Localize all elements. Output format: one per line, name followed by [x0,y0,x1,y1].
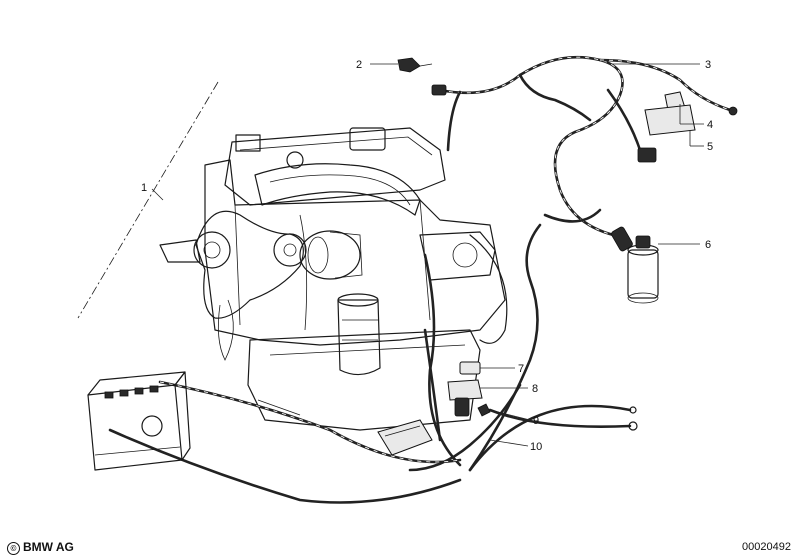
part-7-sensor-plug [459,361,481,375]
callout-4: 4 [707,119,713,131]
callout-10: 10 [530,441,542,453]
part-9-screw [477,403,491,417]
callout-2: 2 [356,59,362,71]
diagram-code: 00020492 [742,541,791,553]
leader-lines [370,63,704,447]
callout-1: 1 [141,182,147,194]
control-unit [377,419,433,456]
callout-9: 9 [533,415,539,427]
callout-labels: 1 2 3 4 5 6 7 8 9 10 [141,59,713,453]
part-8-holder-plate [447,379,483,417]
brand-name: BMW AG [23,540,74,554]
part-5-relay-bracket [637,104,696,163]
callout-6: 6 [705,239,711,251]
brand-mark: ©BMW AG [7,540,74,555]
assembly-bracket [77,81,219,319]
battery [87,371,191,471]
callout-3: 3 [705,59,711,71]
callout-8: 8 [532,383,538,395]
callout-5: 5 [707,141,713,153]
copyright-icon: © [7,542,20,555]
part-2-clip [397,57,433,73]
callout-7: 7 [518,363,524,375]
wiring-harness [108,55,738,504]
part-6-ignition-coil [611,226,659,304]
